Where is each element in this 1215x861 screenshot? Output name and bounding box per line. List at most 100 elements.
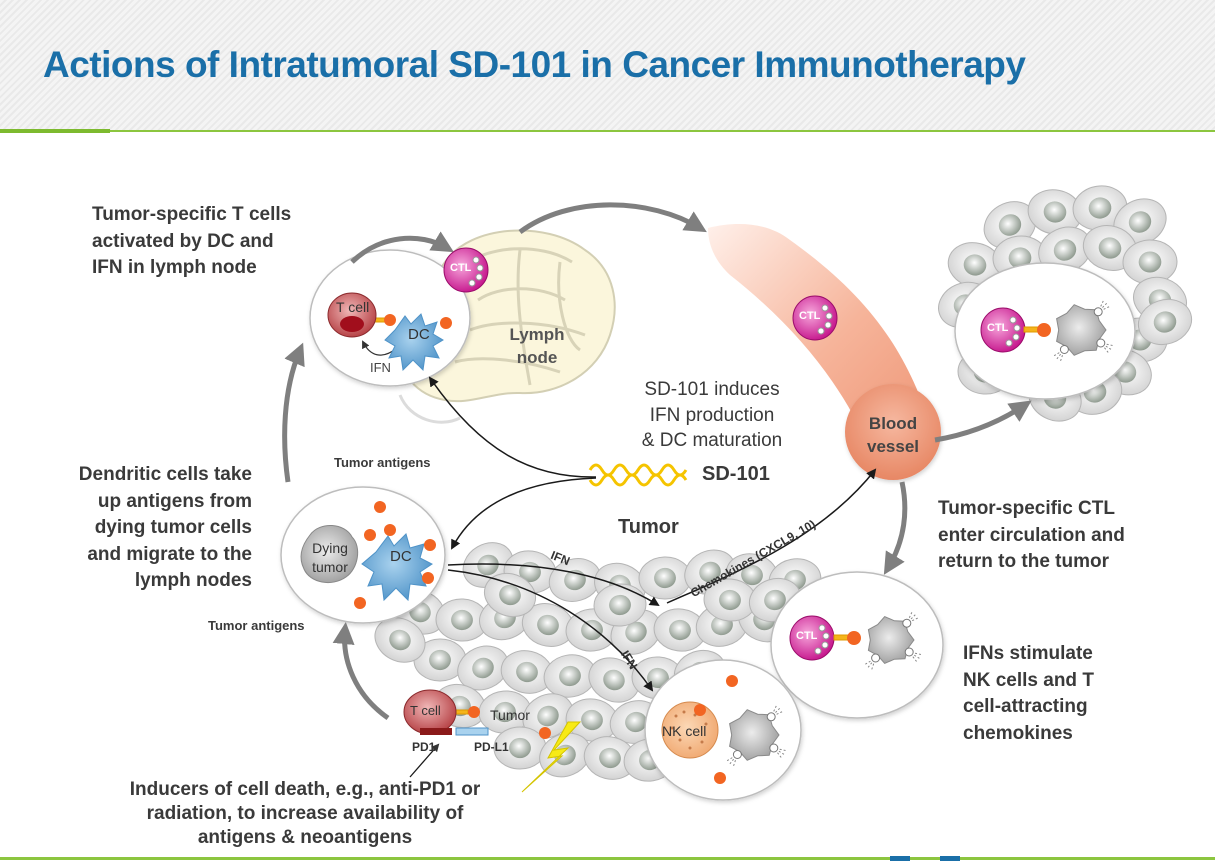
tumor-cell	[583, 736, 637, 780]
nk-cell	[661, 701, 719, 759]
t-cell-bottom	[403, 689, 489, 736]
caption-inducers: Inducers of cell death, e.g., anti-PD1 o…	[129, 779, 481, 848]
dc-label-lymph: DC	[408, 326, 430, 343]
arrow-to-lymph-loop	[350, 231, 454, 264]
tumor-label-small: Tumor	[490, 707, 530, 723]
tumor-cell	[653, 608, 707, 652]
tumor-cell	[493, 726, 547, 770]
antigen-dot	[539, 727, 551, 739]
ctl-cell-vessel	[792, 295, 838, 341]
pd1-label: PD1	[412, 740, 436, 754]
arrow-dc-to-lymph	[282, 342, 305, 483]
t-cell-label-lymph: T cell	[336, 299, 370, 315]
dying-cell	[726, 704, 787, 767]
ifn-label-lymph: IFN	[370, 360, 391, 375]
tumor-cell	[1038, 226, 1092, 274]
antigen-dot	[424, 539, 436, 551]
antigen-dot	[714, 772, 726, 784]
antigen-dot	[354, 597, 366, 609]
arrow-ifn-to-tumor	[447, 563, 660, 607]
tumor-cell	[374, 617, 426, 663]
synapse-connectors	[371, 314, 1051, 718]
sd101-label: SD-101	[702, 463, 770, 485]
ctl-label-vessel: CTL	[799, 310, 821, 322]
antigen-dot	[364, 529, 376, 541]
blood-vessel-end	[845, 384, 941, 480]
arrow-death-to-dc	[332, 622, 390, 721]
arrow-ifn-to-nk	[447, 569, 654, 692]
tumor-cell	[435, 598, 489, 642]
tumor-cell	[500, 650, 554, 694]
ctl-cell-top-right	[980, 307, 1026, 353]
header-band	[0, 0, 1215, 131]
antigen-dot	[440, 317, 452, 329]
tumor-antigen-dots	[354, 317, 738, 784]
tumor-cell	[1122, 239, 1178, 285]
antigen-dot	[694, 704, 706, 716]
tumor-cell	[588, 657, 640, 703]
page-title: Actions of Intratumoral SD-101 in Cancer…	[43, 44, 1026, 85]
t-cell-label-bottom: T cell	[410, 703, 441, 718]
antigen-dot	[374, 501, 386, 513]
antigen-dot	[726, 675, 738, 687]
arrow-vessel-to-top-tumor	[934, 400, 1032, 443]
tumor-cell	[638, 556, 692, 600]
ctl-label-lymph: CTL	[450, 262, 472, 274]
tumor-cell	[565, 698, 619, 742]
tumor-cell	[593, 583, 647, 627]
tumor-cell	[483, 572, 537, 618]
dying-cell	[864, 611, 923, 671]
antigen-dot	[422, 572, 434, 584]
arrow-vessel-to-tumor	[883, 481, 908, 575]
tumor-antigens-label-bottom: Tumor antigens	[208, 618, 305, 633]
dying-cell	[1053, 299, 1114, 362]
dc-cell-uptake	[361, 533, 433, 602]
pdl1-label: PD-L1	[474, 740, 509, 754]
t-cell-lymph	[327, 292, 377, 338]
dying-tumor-uptake	[300, 525, 359, 584]
arrow-sd101-to-lymph	[428, 376, 597, 478]
footer-mark-1	[890, 856, 910, 861]
tumor-cell	[1137, 298, 1193, 346]
nk-cell-label: NK cell	[662, 723, 707, 739]
antigen-dot	[384, 524, 396, 536]
footer-rule	[0, 857, 1215, 860]
dc-cell-lymph	[384, 313, 444, 372]
tumor-antigens-label-top: Tumor antigens	[334, 455, 431, 470]
tumor-cell	[522, 693, 574, 739]
tumor-cell	[1027, 189, 1083, 235]
ctl-killing-panel-tumor	[770, 571, 944, 719]
ctl-label-tumor: CTL	[796, 630, 818, 642]
tumor-cell	[703, 578, 757, 622]
tumor-cell	[1072, 185, 1128, 231]
ctl-label-top-right: CTL	[987, 322, 1009, 334]
tumor-label: Tumor	[618, 516, 679, 538]
tumor-cell	[543, 654, 597, 698]
dc-label-uptake: DC	[390, 548, 412, 565]
tumor-cell	[478, 690, 532, 734]
ctl-cell-lymph	[443, 247, 489, 293]
header-rule-accent	[0, 129, 110, 133]
tumor-cell	[539, 732, 591, 778]
footer-mark-2	[940, 856, 960, 861]
ctl-cell-tumor	[789, 615, 835, 661]
arrow-chemokines-to-vessel	[666, 468, 877, 604]
nk-panel	[644, 659, 802, 801]
lightning-bolt-icon	[521, 721, 582, 793]
dying-tumor-cells	[726, 299, 1114, 767]
header-rule	[0, 130, 1215, 132]
arrow-sd101-to-dc	[451, 477, 597, 550]
tumor-cell	[457, 645, 509, 691]
arrow-pd1-pointer	[409, 743, 440, 778]
sd101-oligo-icon	[588, 463, 688, 487]
arrow-lymph-to-vessel	[518, 202, 707, 235]
